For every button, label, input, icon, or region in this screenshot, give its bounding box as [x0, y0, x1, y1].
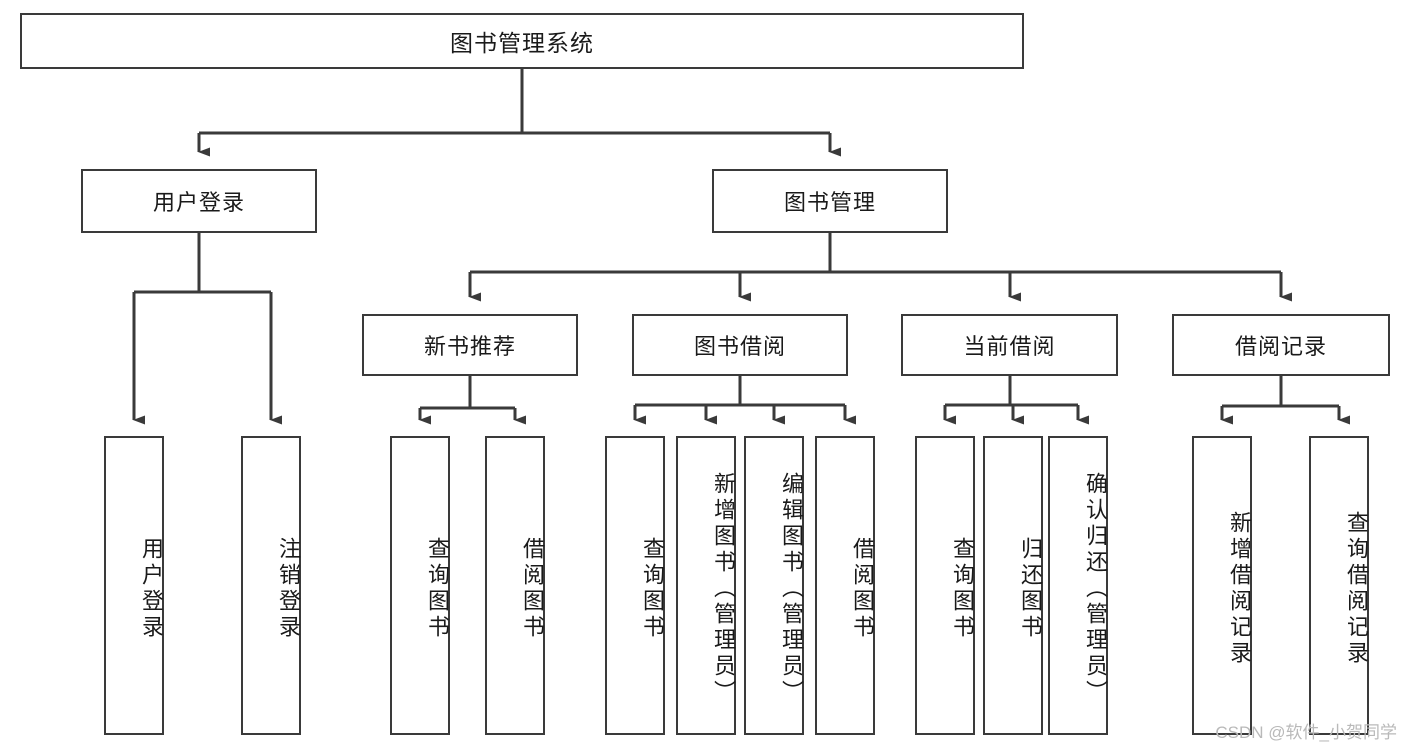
node-label: 用户登录	[139, 536, 164, 641]
node-label: 图书管理	[783, 190, 876, 215]
node-label: 查询图书	[425, 536, 450, 641]
node-label: 查询图书	[950, 536, 975, 641]
node-label: 新增图书（管理员）	[711, 471, 736, 706]
node-label: 查询借阅记录	[1344, 510, 1369, 667]
leaf-current-borrow-confirm-return-admin[interactable]: 确认归还（管理员）	[1048, 436, 1108, 735]
node-new-book-recommend[interactable]: 新书推荐	[362, 314, 578, 376]
node-label: 借阅图书	[520, 536, 545, 641]
node-label: 借阅图书	[850, 536, 875, 641]
leaf-user-login-logout[interactable]: 注销登录	[241, 436, 301, 735]
node-label: 新增借阅记录	[1227, 510, 1252, 667]
node-label: 归还图书	[1018, 536, 1043, 641]
node-label: 查询图书	[640, 536, 665, 641]
leaf-book-borrow-add-book-admin[interactable]: 新增图书（管理员）	[676, 436, 736, 735]
leaf-new-book-query-books[interactable]: 查询图书	[390, 436, 450, 735]
leaf-book-borrow-query-books[interactable]: 查询图书	[605, 436, 665, 735]
leaf-new-book-borrow-books[interactable]: 借阅图书	[485, 436, 545, 735]
leaf-book-borrow-edit-book-admin[interactable]: 编辑图书（管理员）	[744, 436, 804, 735]
node-label: 图书管理系统	[450, 30, 594, 56]
leaf-current-borrow-query-books[interactable]: 查询图书	[915, 436, 975, 735]
node-label: 确认归还（管理员）	[1083, 471, 1108, 706]
node-user-login[interactable]: 用户登录	[81, 169, 317, 233]
node-label: 图书借阅	[693, 334, 786, 359]
node-book-management[interactable]: 图书管理	[712, 169, 948, 233]
node-label: 借阅记录	[1234, 334, 1327, 359]
leaf-current-borrow-return-books[interactable]: 归还图书	[983, 436, 1043, 735]
node-label: 当前借阅	[963, 334, 1056, 359]
leaf-borrow-record-add-record[interactable]: 新增借阅记录	[1192, 436, 1252, 735]
node-current-borrow[interactable]: 当前借阅	[901, 314, 1118, 376]
node-label: 用户登录	[152, 190, 245, 215]
node-root-book-management-system[interactable]: 图书管理系统	[20, 13, 1024, 69]
leaf-borrow-record-query-record[interactable]: 查询借阅记录	[1309, 436, 1369, 735]
leaf-user-login-login[interactable]: 用户登录	[104, 436, 164, 735]
node-label: 编辑图书（管理员）	[779, 471, 804, 706]
node-label: 新书推荐	[423, 334, 516, 359]
node-book-borrow[interactable]: 图书借阅	[632, 314, 848, 376]
node-label: 注销登录	[276, 536, 301, 641]
node-borrow-record[interactable]: 借阅记录	[1172, 314, 1390, 376]
leaf-book-borrow-borrow-books[interactable]: 借阅图书	[815, 436, 875, 735]
